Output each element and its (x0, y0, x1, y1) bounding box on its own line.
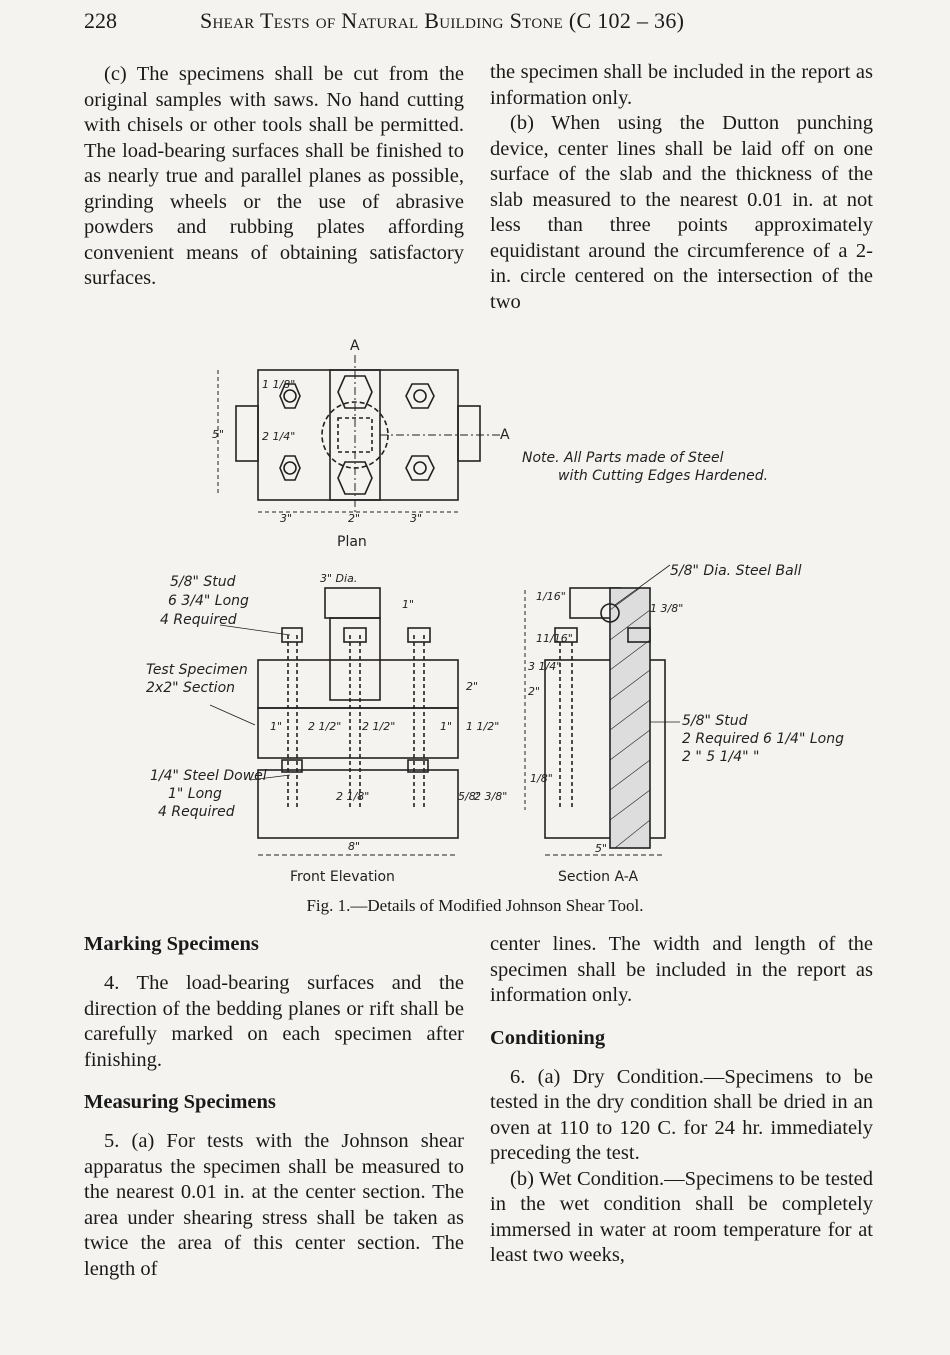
dim-sa-1-3: 1 3/8" (650, 602, 683, 615)
dim-plan-3b: 3" (410, 512, 422, 525)
fe-top-plate (324, 587, 381, 619)
paragraph-continued: the specimen shall be included in the re… (490, 61, 873, 109)
right-column-top: the specimen shall be included in the re… (490, 60, 873, 315)
dim-fe-8: 8" (348, 840, 360, 853)
paragraph-6a: 6. (a) Dry Condition.—Specimens to be te… (490, 1065, 873, 1165)
dowel-label-3: 4 Required (158, 804, 235, 820)
section-body (544, 659, 666, 839)
stud-label-2: 6 3/4" Long (168, 593, 249, 609)
running-title: Shear Tests of Natural Building Stone (C… (200, 8, 685, 33)
dim-fe-2-375: 2 3/8" (474, 790, 507, 803)
dim-fe-2-5a: 2 1/2" (308, 720, 341, 733)
plan-nut-tr (405, 383, 435, 409)
stud2-label-3: 2 " 5 1/4" " (682, 749, 759, 765)
left-column-bottom: Marking Specimens 4. The load-bearing su… (84, 932, 464, 1282)
stud-label-1: 5/8" Stud (170, 574, 236, 590)
figure-shear-tool: A A Plan Front Elevation Section A-A Not… (140, 330, 844, 890)
fe-center-plunger (329, 617, 381, 701)
paragraph-3b: (b) When using the Dutton punching devic… (490, 112, 873, 313)
paragraph-6b: (b) Wet Condition.—Specimens to be teste… (490, 1167, 873, 1267)
specimen-label-2: 2x2" Section (146, 680, 235, 696)
page-header: 228 Shear Tests of Natural Building Ston… (84, 8, 890, 38)
dim-fe-2-125: 2 1/8" (336, 790, 369, 803)
plan-label: Plan (337, 534, 367, 550)
dim-sa-1-16: 1/16" (536, 590, 566, 603)
paragraph-continued-2: center lines. The width and length of th… (490, 933, 873, 1006)
dim-fe-5-8: 5/8" (458, 790, 481, 803)
plan-nut-bl (279, 455, 301, 481)
plan-right-lug (457, 405, 481, 462)
dim-sa-3-25: 3 1/4" (528, 660, 561, 673)
dim-fe-1b: 1" (270, 720, 282, 733)
shear-tool-drawing: A A Plan Front Elevation Section A-A Not… (146, 338, 844, 885)
dim-plan-2-25: 2 1/4" (262, 430, 295, 443)
heading-marking-specimens: Marking Specimens (84, 933, 259, 955)
paragraph-3c: (c) The specimens shall be cut from the … (84, 63, 464, 289)
stud2-label-1: 5/8" Stud (682, 713, 748, 729)
dim-fe-1-5: 1 1/2" (466, 720, 499, 733)
stud2-label-2: 2 Required 6 1/4" Long (682, 731, 844, 747)
note-line-2: with Cutting Edges Hardened. (558, 468, 768, 484)
front-elevation-label: Front Elevation (290, 869, 395, 885)
dowel-label-2: 1" Long (168, 786, 222, 802)
section-mark-top: A (350, 338, 360, 354)
stud-label-3: 4 Required (160, 612, 237, 628)
dim-plan-1-125: 1 1/8" (262, 378, 295, 391)
ball-label: 5/8" Dia. Steel Ball (670, 563, 802, 579)
dim-plan-2: 2" (348, 512, 360, 525)
section-aa-label: Section A-A (558, 869, 638, 885)
dim-fe-2-5b: 2 1/2" (362, 720, 395, 733)
dim-fe-1: 1" (402, 598, 414, 611)
dim-fe-2: 2" (466, 680, 478, 693)
section-mark-right: A (500, 427, 510, 443)
plan-left-lug (235, 405, 259, 462)
dim-sa-2: 2" (528, 685, 540, 698)
fe-base (257, 769, 459, 839)
page-number: 228 (84, 8, 117, 33)
section-hatched-plate (609, 587, 651, 849)
left-column-top: (c) The specimens shall be cut from the … (84, 62, 464, 292)
heading-measuring-specimens: Measuring Specimens (84, 1091, 276, 1113)
dim-sa-5: 5" (595, 842, 607, 855)
plan-nut-tl (279, 383, 301, 409)
dim-dia-3: 3" Dia. (320, 572, 357, 585)
paragraph-4: 4. The load-bearing surfaces and the dir… (84, 972, 464, 1071)
heading-conditioning: Conditioning (490, 1026, 606, 1049)
dim-sa-1-8: 1/8" (530, 772, 553, 785)
section-steel-ball (600, 603, 620, 623)
dowel-label-1: 1/4" Steel Dowel (150, 768, 267, 784)
note-line-1: Note. All Parts made of Steel (522, 450, 724, 466)
dim-sa-11-16: 11/16" (536, 632, 573, 645)
dim-plan-3a: 3" (280, 512, 292, 525)
dim-plan-5: 5" (212, 428, 224, 441)
fe-top-block (257, 707, 459, 759)
figure-caption: Fig. 1.—Details of Modified Johnson Shea… (306, 896, 644, 915)
paragraph-5a: 5. (a) For tests with the Johnson shear … (84, 1130, 464, 1280)
specimen-label-1: Test Specimen (146, 662, 248, 678)
plan-nut-br (405, 455, 435, 481)
dim-fe-1c: 1" (440, 720, 452, 733)
right-column-bottom: center lines. The width and length of th… (490, 932, 873, 1269)
